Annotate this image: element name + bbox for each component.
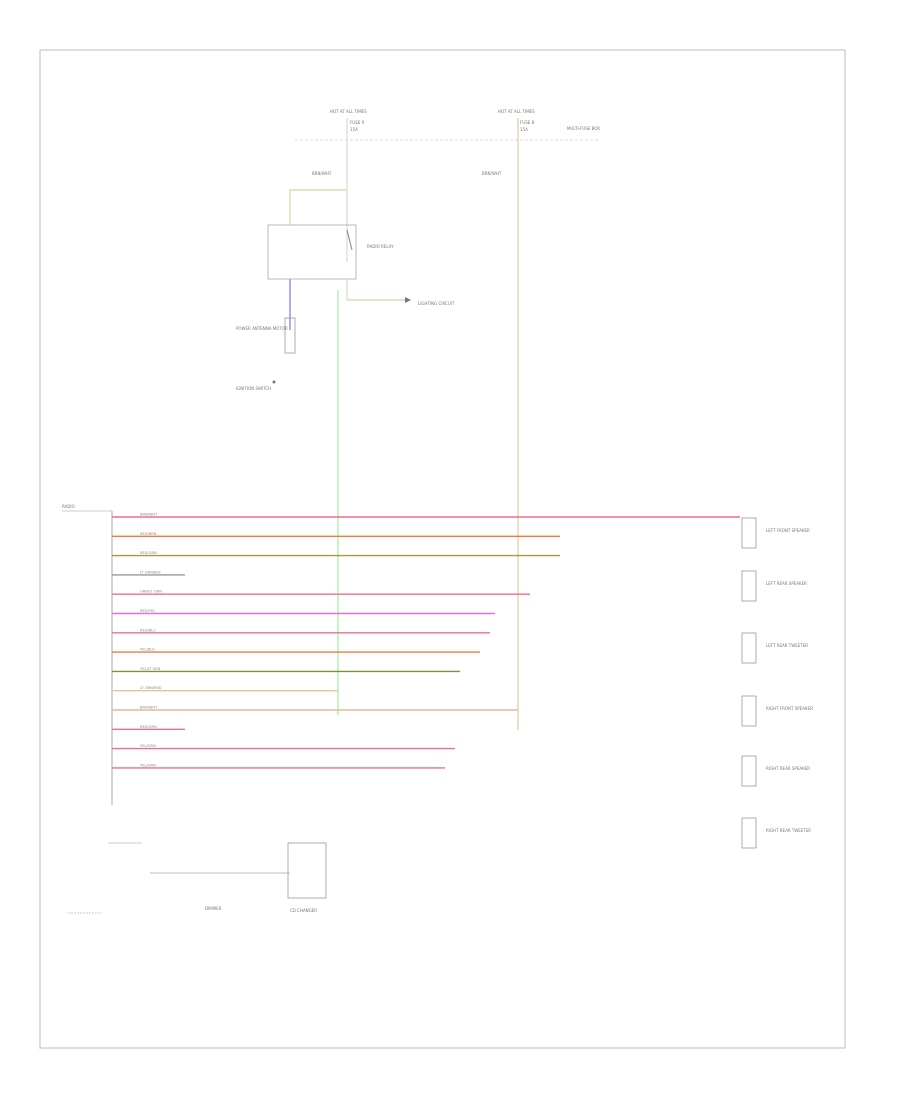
radio-wire-label-10: LT GRN/RED bbox=[140, 686, 162, 690]
radio-wire-label-1: BRN/WHT bbox=[140, 513, 158, 517]
speaker-4: RIGHT FRONT SPEAKER bbox=[741, 695, 813, 727]
power-label-1: HOT AT ALL TIMES bbox=[330, 109, 367, 114]
speaker-label-3: LEFT REAR TWEETER bbox=[766, 643, 808, 648]
radio-wire-label-3: RED/GRN bbox=[140, 551, 157, 555]
fuse-label-2: FUSE 8 bbox=[520, 120, 535, 125]
wire-label-feed-1: BRN/WHT bbox=[312, 171, 332, 176]
lighting-label: LIGHTING CIRCUIT bbox=[418, 301, 455, 306]
dimmer-label: DIMMER bbox=[205, 906, 222, 911]
antenna-motor: POWER ANTENNA MOTOR bbox=[236, 279, 296, 354]
wire-label-feed-2: BRN/WHT bbox=[482, 171, 502, 176]
speaker-box-4 bbox=[741, 695, 757, 727]
radio-wire-label-4: LT GRN/BLK bbox=[140, 570, 161, 574]
fuse-box-note: MULTI-FUSE BOX bbox=[567, 126, 600, 131]
relay: RADIO RELAY bbox=[267, 189, 394, 280]
arrow-icon bbox=[405, 297, 411, 303]
speaker-5: RIGHT REAR SPEAKER bbox=[741, 755, 810, 787]
speaker-label-1: LEFT FRONT SPEAKER bbox=[766, 528, 810, 533]
speaker-label-5: RIGHT REAR SPEAKER bbox=[766, 766, 810, 771]
speaker-box-1 bbox=[741, 517, 757, 549]
relay-label: RADIO RELAY bbox=[367, 244, 394, 249]
speaker-label-2: LEFT REAR SPEAKER bbox=[766, 581, 807, 586]
speaker-box-3 bbox=[741, 632, 757, 664]
radio: RADIO bbox=[62, 504, 142, 844]
speaker-1: LEFT FRONT SPEAKER bbox=[741, 517, 810, 549]
radio-wire-label-2: RED/BRN bbox=[140, 532, 157, 536]
speaker-box-5 bbox=[741, 755, 757, 787]
radio-wire-label-6: RED/YEL bbox=[140, 609, 155, 613]
speaker-box-6 bbox=[741, 817, 757, 849]
radio-wire-label-7: RED/BLU bbox=[140, 628, 156, 632]
amps-label-2: 15A bbox=[520, 127, 528, 132]
cd-changer-label: CD CHANGER bbox=[290, 908, 317, 913]
power-feed: HOT AT ALL TIMES FUSE 9 15A HOT AT ALL T… bbox=[295, 109, 600, 141]
radio-wire-label-12: RED/GRN bbox=[140, 725, 157, 729]
speaker-group: LEFT FRONT SPEAKER LEFT REAR SPEAKER LEFT … bbox=[741, 517, 813, 849]
radio-wire-label-5: GRN/LT GRN bbox=[140, 590, 162, 594]
radio-wire-label-8: YEL/BLU bbox=[140, 648, 155, 652]
ignition-label: IGNITION SWITCH bbox=[236, 386, 271, 391]
radio-wire-label-9: YEL/LT GRN bbox=[140, 667, 161, 671]
speaker-box-2 bbox=[741, 570, 757, 602]
radio-wire-rows: BRN/WHT RED/BRN RED/GRN LT GRN/BLK GRN/LT GR… bbox=[112, 513, 740, 769]
speaker-label-6: RIGHT REAR TWEETER bbox=[766, 828, 811, 833]
speaker-6: RIGHT REAR TWEETER bbox=[741, 817, 811, 849]
radio-label: RADIO bbox=[62, 504, 75, 509]
fuse-label-1: FUSE 9 bbox=[350, 120, 365, 125]
diagram-frame bbox=[39, 49, 846, 1049]
speaker-3: LEFT REAR TWEETER bbox=[741, 632, 808, 664]
antenna-motor-label: POWER ANTENNA MOTOR bbox=[236, 326, 288, 331]
radio-wire-label-14: YEL/GRN bbox=[140, 763, 156, 767]
speaker-2: LEFT REAR SPEAKER bbox=[741, 570, 807, 602]
cd-changer: CD CHANGER DIMMER bbox=[150, 842, 327, 913]
amps-label-1: 15A bbox=[350, 127, 358, 132]
radio-wire-label-13: YEL/GRN bbox=[140, 744, 156, 748]
speaker-label-4: RIGHT FRONT SPEAKER bbox=[766, 706, 813, 711]
ignition-dot bbox=[272, 380, 276, 384]
power-label-2: HOT AT ALL TIMES bbox=[498, 109, 535, 114]
radio-wire-label-11: BRN/WHT bbox=[140, 706, 158, 710]
